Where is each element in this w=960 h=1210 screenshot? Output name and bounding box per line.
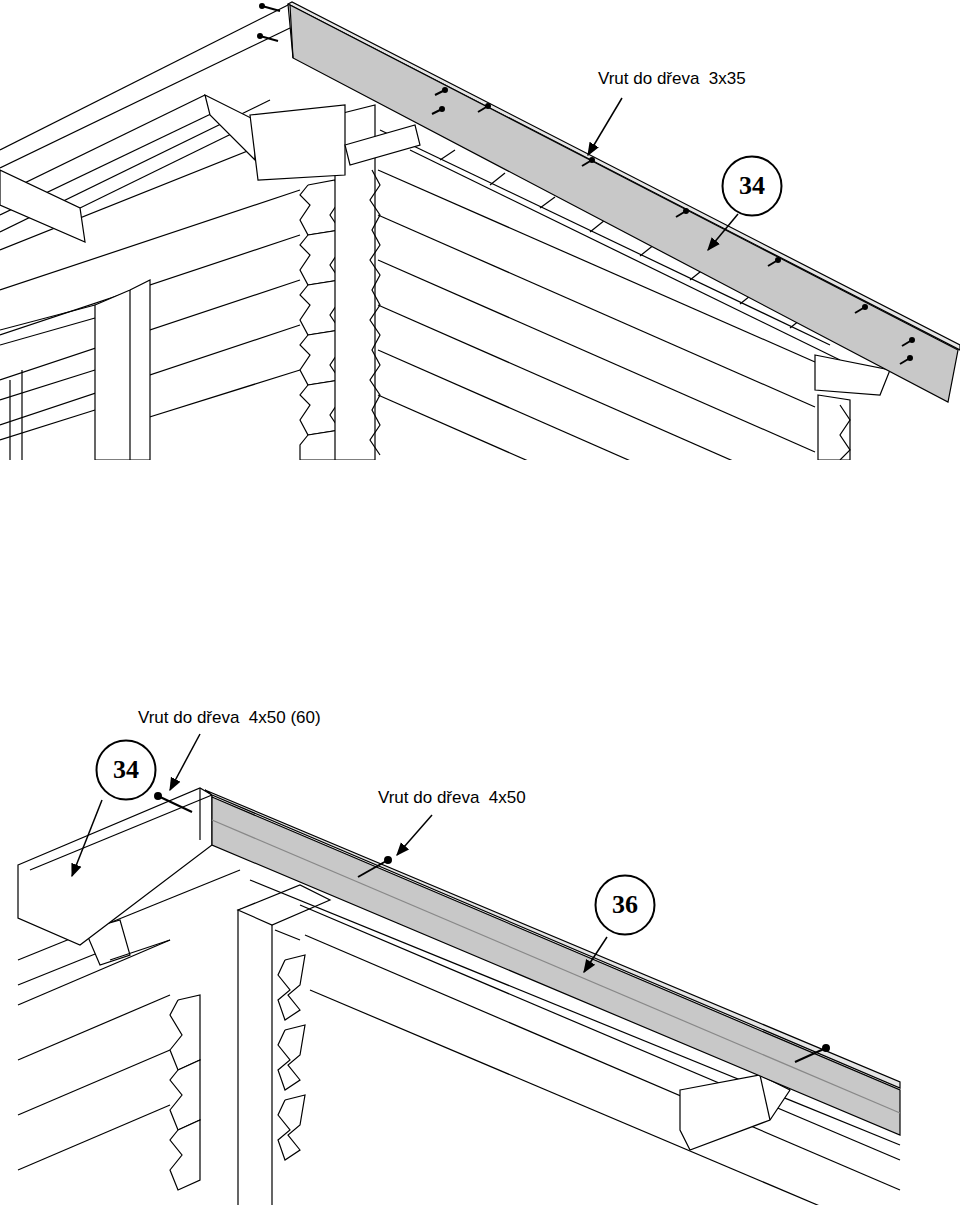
part-label: Vrut do dřeva 4x50 — [378, 788, 526, 808]
callout-number: 34 — [739, 171, 765, 201]
callout-number: 36 — [612, 890, 638, 920]
circle-shape — [97, 741, 156, 800]
callout-circle: 36 — [594, 874, 656, 936]
leader-lines-bottom — [72, 734, 607, 972]
leader-lines-top — [588, 98, 738, 250]
bottom-view — [18, 788, 900, 1205]
callout-circle: 34 — [95, 739, 157, 801]
circle-shape — [723, 157, 782, 216]
callout-number: 34 — [113, 755, 139, 785]
screws-top — [258, 4, 914, 364]
callout-circle: 34 — [721, 155, 783, 217]
screws-bottom — [155, 793, 829, 1062]
top-view — [0, 2, 960, 460]
part-label: Vrut do dřeva 3x35 — [598, 69, 746, 89]
part-label: Vrut do dřeva 4x50 (60) — [138, 708, 321, 728]
circle-shape — [596, 876, 655, 935]
